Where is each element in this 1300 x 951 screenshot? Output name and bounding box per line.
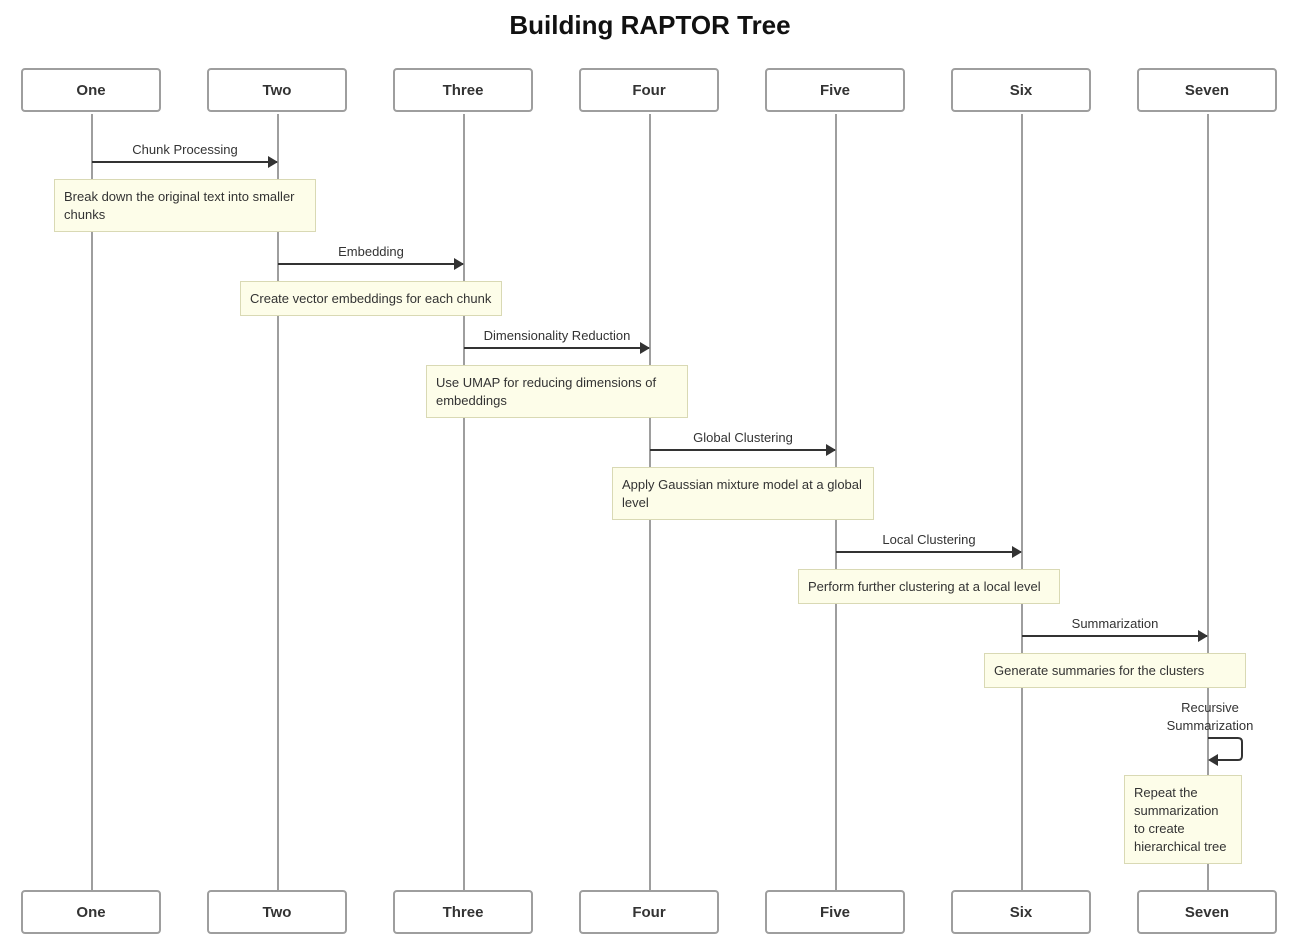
message-label-global-clustering: Global Clustering bbox=[693, 430, 793, 445]
message-arrow-local-clustering bbox=[836, 546, 1022, 558]
actor-one-top: One bbox=[21, 68, 161, 112]
lifeline-two bbox=[277, 114, 279, 890]
note-global-clustering: Apply Gaussian mixture model at a global… bbox=[612, 467, 874, 520]
message-label-embedding: Embedding bbox=[338, 244, 404, 259]
message-arrow-chunk-processing bbox=[92, 156, 278, 168]
actor-five-top: Five bbox=[765, 68, 905, 112]
actor-one-bottom: One bbox=[21, 890, 161, 934]
message-label-summarization: Summarization bbox=[1071, 616, 1159, 631]
diagram-title: Building RAPTOR Tree bbox=[509, 10, 791, 40]
actor-two-bottom: Two bbox=[207, 890, 347, 934]
note-recursive-summarization: Repeat the summarization to create hiera… bbox=[1124, 775, 1242, 864]
note-chunk-processing: Break down the original text into smalle… bbox=[54, 179, 316, 232]
lifeline-three bbox=[463, 114, 465, 890]
note-dimensionality-reduction: Use UMAP for reducing dimensions of embe… bbox=[426, 365, 688, 418]
lifeline-six bbox=[1021, 114, 1023, 890]
message-arrow-dimensionality-reduction bbox=[464, 342, 650, 354]
actor-three-top: Three bbox=[393, 68, 533, 112]
actor-six-bottom: Six bbox=[951, 890, 1091, 934]
actor-four-top: Four bbox=[579, 68, 719, 112]
note-local-clustering: Perform further clustering at a local le… bbox=[798, 569, 1060, 604]
actor-six-top: Six bbox=[951, 68, 1091, 112]
actor-five-bottom: Five bbox=[765, 890, 905, 934]
message-label-local-clustering: Local Clustering bbox=[882, 532, 976, 547]
message-label-chunk-processing: Chunk Processing bbox=[132, 142, 238, 157]
message-label-recursive-summarization: Recursive Summarization bbox=[1166, 700, 1254, 733]
message-arrow-summarization bbox=[1022, 630, 1208, 642]
note-summarization: Generate summaries for the clusters bbox=[984, 653, 1246, 688]
actor-two-top: Two bbox=[207, 68, 347, 112]
actor-seven-bottom: Seven bbox=[1137, 890, 1277, 934]
message-label-dimensionality-reduction: Dimensionality Reduction bbox=[483, 328, 631, 343]
lifeline-one bbox=[91, 114, 93, 890]
message-arrow-embedding bbox=[278, 258, 464, 270]
note-embedding: Create vector embeddings for each chunk bbox=[240, 281, 502, 316]
message-arrow-global-clustering bbox=[650, 444, 836, 456]
actor-three-bottom: Three bbox=[393, 890, 533, 934]
lifeline-seven bbox=[1207, 114, 1209, 890]
actor-seven-top: Seven bbox=[1137, 68, 1277, 112]
actor-four-bottom: Four bbox=[579, 890, 719, 934]
self-message-arrow-recursive-summarization bbox=[1208, 737, 1243, 766]
